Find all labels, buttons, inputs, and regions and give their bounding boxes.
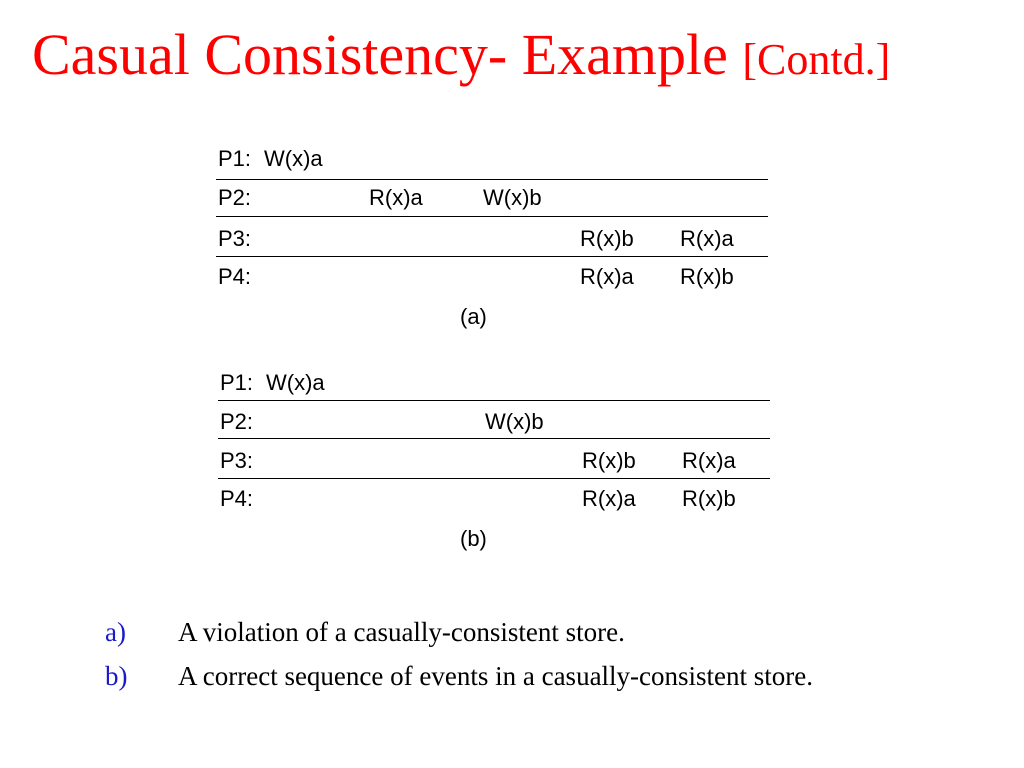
process-label: P4: [218,264,252,289]
row-divider [218,478,770,479]
diagram-b: P1: W(x)a P2: W(x)b P3: R(x)b R(x)a P4: … [218,370,772,552]
process-label: P1: [218,146,252,171]
process-label: P4: [220,486,254,511]
diagram-caption: (a) [460,304,487,329]
slide-title: Casual Consistency- Example [Contd.] [32,26,890,84]
event-cell: W(x)a [266,370,325,395]
note-text: A violation of a casually-consistent sto… [178,617,625,647]
diagram-a: P1: W(x)a P2: R(x)a W(x)b P3: R(x)b R(x)… [216,146,770,329]
event-cell: R(x)b [682,486,736,511]
row-divider [218,400,770,401]
process-label: P2: [218,185,252,210]
event-cell: R(x)b [680,264,734,289]
event-cell: W(x)b [485,409,544,434]
row-divider [216,179,768,180]
slide-title-main: Casual Consistency- Example [32,22,743,87]
event-cell: R(x)a [682,448,736,473]
note-text: A correct sequence of events in a casual… [178,661,814,691]
process-label: P3: [218,226,252,251]
process-label: P2: [220,409,254,434]
process-label: P3: [220,448,254,473]
note-marker: b) [105,661,128,691]
event-cell: W(x)b [483,185,542,210]
event-cell: R(x)a [580,264,634,289]
row-divider [218,438,770,439]
event-cell: R(x)a [680,226,734,251]
event-cell: R(x)b [582,448,636,473]
note-marker: a) [105,617,126,647]
process-label: P1: [220,370,254,395]
event-cell: R(x)a [582,486,636,511]
event-cell: R(x)a [369,185,423,210]
row-divider [216,216,768,217]
event-cell: W(x)a [264,146,323,171]
slide-title-contd: [Contd.] [742,35,891,84]
diagram-caption: (b) [460,526,487,551]
event-cell: R(x)b [580,226,634,251]
row-divider [216,256,768,257]
